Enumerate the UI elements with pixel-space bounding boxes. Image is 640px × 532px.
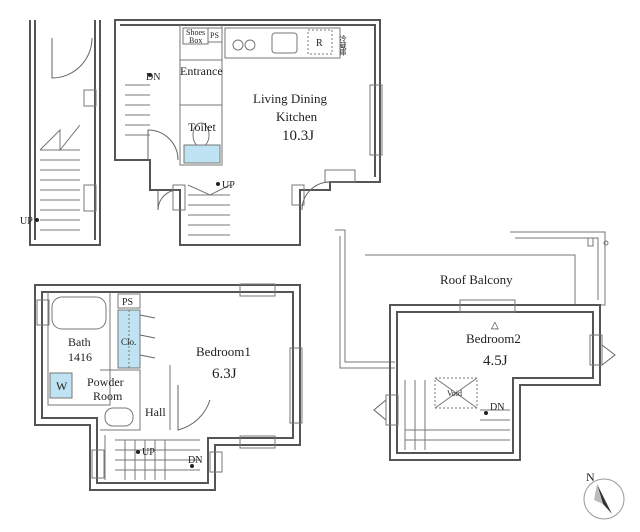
closet-label: Clo. <box>121 337 136 347</box>
kitchen-counter <box>224 27 341 59</box>
compass-label: N <box>586 470 595 484</box>
bedroom1-label: Bedroom1 <box>196 344 251 359</box>
wash-basin-icon <box>104 407 134 427</box>
stair-down-label-bottom: DN <box>188 455 202 466</box>
bedroom2-size: 4.5J <box>483 353 508 369</box>
stair-up-marker <box>35 218 39 222</box>
bath-label: Bath <box>68 335 91 349</box>
shoes-box-label-1: Shoes <box>186 28 205 37</box>
window-bedroom2-right <box>589 334 603 366</box>
upper-right-floor: Roof Balcony △ Bedroom2 4.5J Void DN <box>335 229 616 461</box>
ps-top-label: PS <box>210 31 219 40</box>
ldk-size: 10.3J <box>282 128 314 144</box>
void-area <box>434 377 478 409</box>
stair-up-label-left: UP <box>20 216 33 227</box>
hall-label: Hall <box>145 405 166 419</box>
bathtub-icon <box>51 296 107 330</box>
sign-vertical: 冷蔵庫 <box>339 34 347 57</box>
stove-burner-icon <box>244 39 256 51</box>
powder-room-label-2: Room <box>93 389 123 403</box>
shoes-box-label-2: Box <box>189 36 202 45</box>
stair-up-label-mid: UP <box>222 180 235 191</box>
toilet-floor-blue <box>183 144 221 164</box>
entrance-label: Entrance <box>180 64 223 78</box>
compass: N <box>583 470 625 520</box>
ldk-label-1: Living Dining <box>253 91 328 106</box>
stair-down-label-top: DN <box>146 72 160 83</box>
window-right <box>369 84 383 156</box>
sink-icon <box>271 32 298 54</box>
fridge-label: R <box>316 38 323 49</box>
roof-balcony-label: Roof Balcony <box>440 272 513 287</box>
window-bottom <box>324 169 356 183</box>
stair-strip-left: UP <box>20 20 101 246</box>
void-label: Void <box>447 389 462 398</box>
triangle-marker: △ <box>491 320 499 331</box>
ldk-floor: DN UP Shoes Box PS Toilet Entrance R 冷蔵庫 <box>114 19 383 246</box>
stove-burner-icon <box>232 39 244 51</box>
compass-needle-icon <box>597 484 612 514</box>
washer-label: W <box>56 379 68 393</box>
compass-ring <box>583 478 625 520</box>
window-bedroom1-right <box>289 347 303 424</box>
ps-bottom-label: PS <box>122 297 133 308</box>
fridge-space <box>307 29 333 55</box>
stair-up-label-bottom: UP <box>142 447 155 458</box>
bedroom2-label: Bedroom2 <box>466 331 521 346</box>
washer-area <box>49 372 73 399</box>
bedroom1-floor: Bath 1416 PS Clo. W Powder Room Hall Bed… <box>34 283 303 491</box>
stair-down-label-br2: DN <box>490 402 504 413</box>
window-bedroom2-top <box>459 299 516 313</box>
bedroom1-size: 6.3J <box>212 366 237 382</box>
bath-size: 1416 <box>68 350 92 364</box>
window-bedroom1-bottom <box>239 435 276 449</box>
ldk-label-2: Kitchen <box>276 109 318 124</box>
window-bedroom1-top <box>239 283 276 297</box>
powder-room-label-1: Powder <box>87 375 124 389</box>
toilet-label: Toilet <box>188 120 216 134</box>
